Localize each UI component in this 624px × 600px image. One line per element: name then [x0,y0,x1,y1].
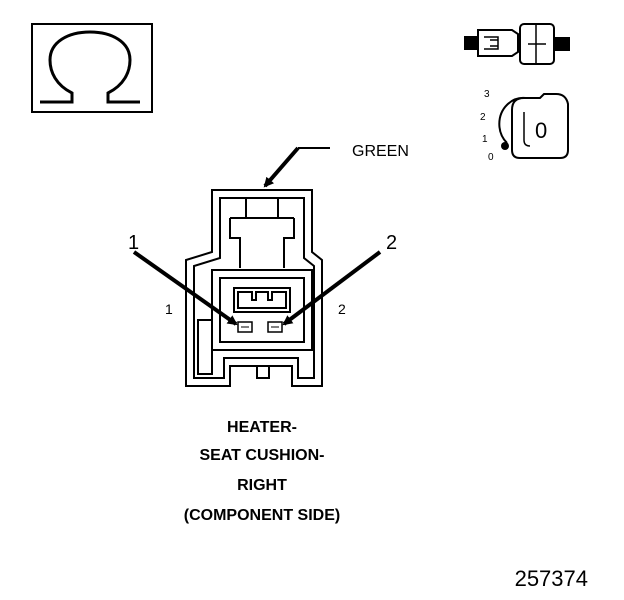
cavity-1-label: 1 [165,301,173,317]
connector-icon [464,23,570,65]
connector-color-label: GREEN [352,143,409,160]
ohm-symbol-icon [31,23,153,113]
key-position-2: 2 [480,112,486,123]
cavity-2-label: 2 [338,301,346,317]
key-position-0: 0 [488,152,494,163]
callout-1-label: 1 [128,232,139,254]
callout-2-label: 2 [386,232,397,254]
caption-line-3: RIGHT [237,477,287,494]
connector-face [185,189,323,387]
figure-number: 257374 [515,566,588,591]
ignition-key-icon: 3 2 1 0 0 [480,89,569,163]
caption-line-4: (COMPONENT SIDE) [184,507,340,524]
key-position-label: 0 [535,118,547,143]
key-position-3: 3 [484,89,490,100]
key-position-1: 1 [482,134,488,145]
pin-callouts: 1 2 1 2 [128,232,397,326]
color-callout: GREEN [263,143,409,188]
caption-line-2: SEAT CUSHION- [199,447,324,464]
caption-line-1: HEATER- [227,419,297,436]
connector-caption: HEATER- SEAT CUSHION- RIGHT (COMPONENT S… [184,419,340,524]
